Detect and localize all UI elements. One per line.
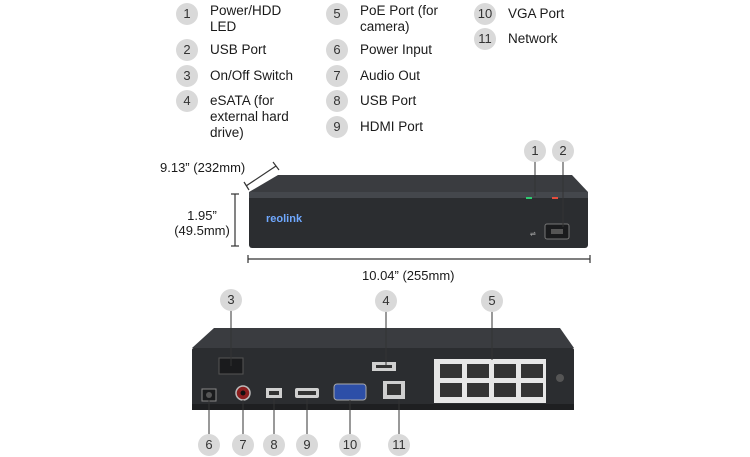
callout-6: 6 [198, 434, 220, 456]
height-dimension-line2: (49.5mm) [174, 223, 230, 238]
legend-label: On/Off Switch [210, 68, 294, 83]
callout-2: 2 [552, 140, 574, 162]
legend-label: Power/HDD LED [210, 3, 282, 34]
legend-label: Audio Out [360, 68, 421, 83]
callout-11: 11 [388, 434, 410, 456]
legend-number: 2 [176, 39, 198, 61]
legend-item-7: 7 Audio Out [326, 65, 420, 87]
legend-label: HDMI Port [360, 119, 424, 134]
legend-label: VGA Port [508, 6, 565, 21]
legend-item-6: 6 Power Input [326, 39, 432, 61]
legend-number: 11 [474, 28, 496, 50]
legend-label: Network [508, 31, 558, 46]
callout-10: 10 [339, 434, 361, 456]
legend-number: 10 [474, 3, 496, 25]
legend-item-4: 4 eSATA (for external hard drive) [176, 90, 315, 141]
callout-3: 3 [220, 289, 242, 311]
dimension-lines [231, 161, 591, 263]
depth-dimension-label: 9.13” (232mm) [160, 160, 246, 175]
legend-item-1: 1 Power/HDD LED [176, 3, 310, 35]
legend-number: 1 [176, 3, 198, 25]
nvr-front-view: reolink ⇌ [249, 175, 588, 248]
nvr-rear-view [192, 328, 574, 410]
legend-number: 6 [326, 39, 348, 61]
hdd-led [552, 197, 558, 199]
legend-label: USB Port [360, 93, 417, 108]
legend-label: Power Input [360, 42, 433, 57]
callout-5: 5 [481, 290, 503, 312]
legend-label: USB Port [210, 42, 267, 57]
callout-9: 9 [296, 434, 318, 456]
callout-4: 4 [375, 290, 397, 312]
legend-item-8: 8 USB Port [326, 90, 416, 112]
legend-item-3: 3 On/Off Switch [176, 65, 293, 87]
width-dimension-label: 10.04” (255mm) [362, 268, 455, 283]
legend-label: eSATA (for external hard drive) [210, 93, 289, 140]
vga-port [333, 383, 367, 401]
brand-logo: reolink [266, 213, 303, 225]
legend-number: 4 [176, 90, 198, 112]
legend-item-9: 9 HDMI Port [326, 116, 423, 138]
legend-item-2: 2 USB Port [176, 39, 266, 61]
callout-7: 7 [232, 434, 254, 456]
legend-item-5: 5 PoE Port (for camera) [326, 3, 460, 35]
callout-8: 8 [263, 434, 285, 456]
callout-lines [208, 310, 493, 434]
legend-number: 5 [326, 3, 348, 25]
legend-label: PoE Port (for camera) [360, 3, 439, 34]
legend-item-10: 10 VGA Port [474, 3, 564, 25]
callout-1: 1 [524, 140, 546, 162]
legend-item-11: 11 Network [474, 28, 558, 50]
legend-number: 7 [326, 65, 348, 87]
legend-number: 8 [326, 90, 348, 112]
height-dimension-label: 1.95” (49.5mm) [172, 208, 232, 238]
legend-number: 9 [326, 116, 348, 138]
legend-number: 3 [176, 65, 198, 87]
power-led [526, 197, 532, 199]
height-dimension-line1: 1.95” [187, 208, 217, 223]
svg-text:⇌: ⇌ [530, 230, 536, 238]
